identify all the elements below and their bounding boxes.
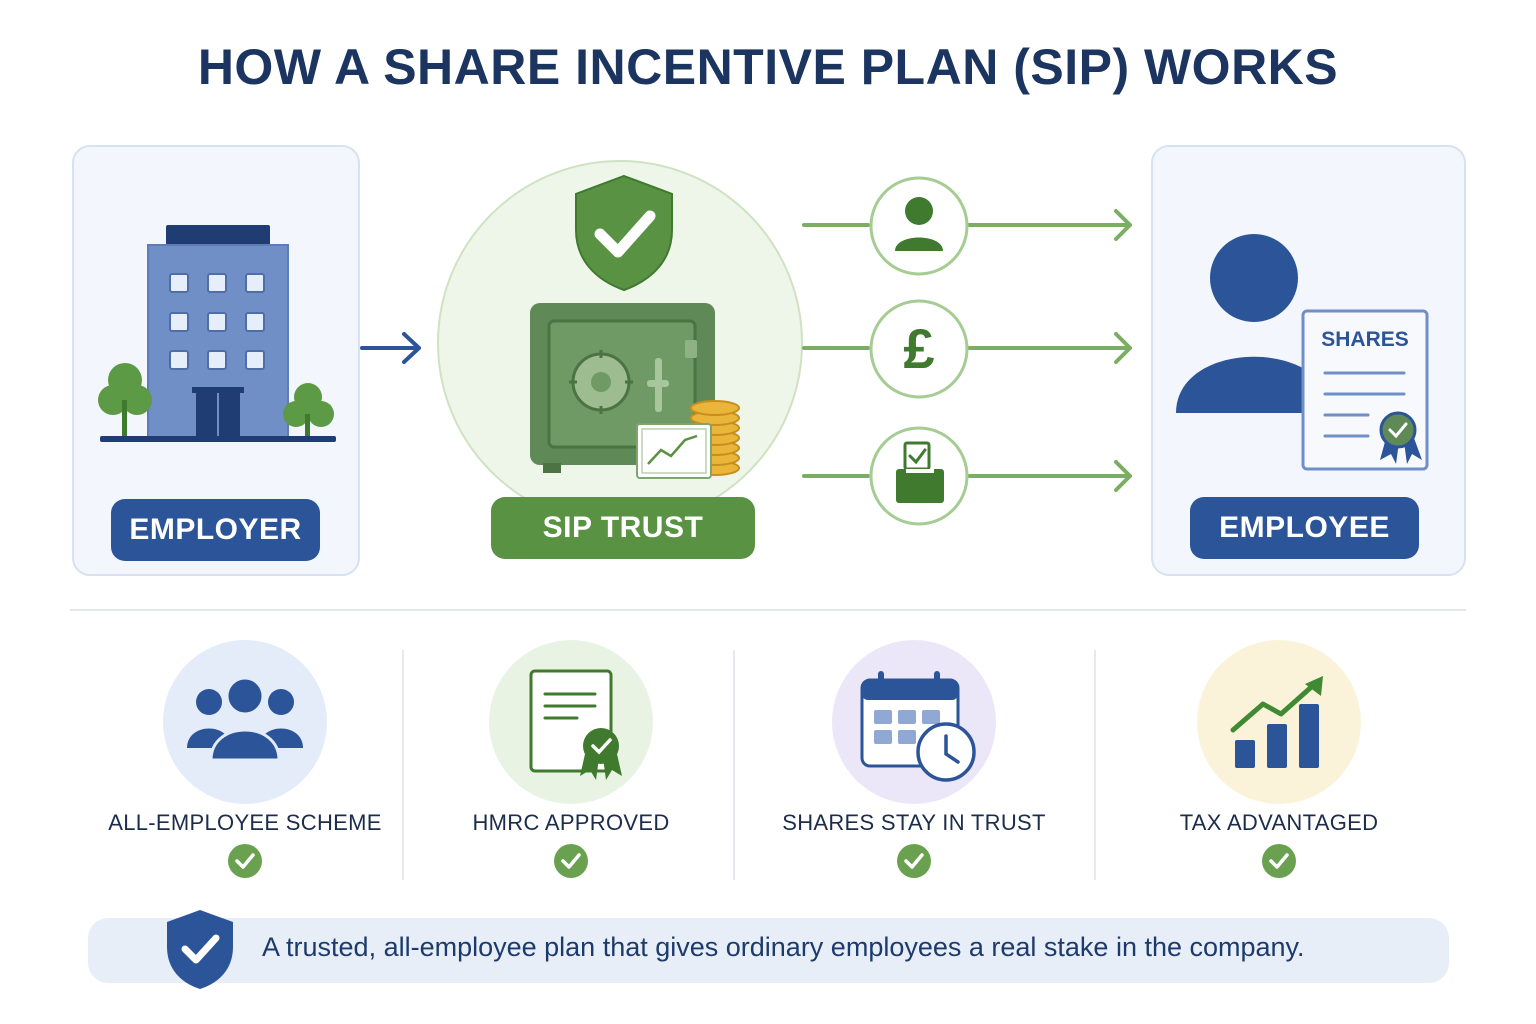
feature-label: ALL-EMPLOYEE SCHEME <box>108 810 382 835</box>
shield-check-icon <box>575 174 673 292</box>
employer-label: EMPLOYER <box>111 499 320 561</box>
footer-text: A trusted, all-employee plan that gives … <box>262 932 1305 962</box>
people-group-icon <box>187 676 303 762</box>
pound-icon: £ <box>869 299 969 399</box>
growth-chart-icon <box>1230 676 1323 768</box>
ballot-box-icon <box>869 426 969 526</box>
sip-trust-label: SIP TRUST <box>491 497 755 559</box>
page-title: HOW A SHARE INCENTIVE PLAN (SIP) WORKS <box>197 39 1339 95</box>
svg-text:£: £ <box>903 317 934 380</box>
calendar-clock-icon <box>860 671 976 782</box>
employee-label: EMPLOYEE <box>1190 497 1419 559</box>
footer-banner <box>88 918 1449 983</box>
employee-person-icon <box>1176 234 1332 413</box>
feature-label: HMRC APPROVED <box>472 810 670 835</box>
arrow-right-icon <box>360 332 421 364</box>
certificate-title: SHARES <box>1321 328 1409 351</box>
feature-label: TAX ADVANTAGED <box>1179 810 1379 835</box>
section-divider <box>70 609 1466 611</box>
safe-icon <box>530 303 740 479</box>
check-circle-icon <box>554 844 588 878</box>
column-divider <box>733 650 735 880</box>
certificate-icon <box>529 669 622 780</box>
office-building-icon <box>98 225 336 442</box>
flow-arrows <box>802 209 1132 492</box>
shares-certificate-icon <box>1301 309 1429 471</box>
column-divider <box>1094 650 1096 880</box>
feature-icon-bg <box>1197 640 1361 804</box>
check-circle-icon <box>897 844 931 878</box>
feature-icon-bg <box>163 640 327 804</box>
check-circle-icon <box>228 844 262 878</box>
person-icon <box>869 176 969 276</box>
check-circle-icon <box>1262 844 1296 878</box>
shield-check-icon <box>167 910 233 989</box>
column-divider <box>402 650 404 880</box>
feature-label: SHARES STAY IN TRUST <box>782 810 1046 835</box>
